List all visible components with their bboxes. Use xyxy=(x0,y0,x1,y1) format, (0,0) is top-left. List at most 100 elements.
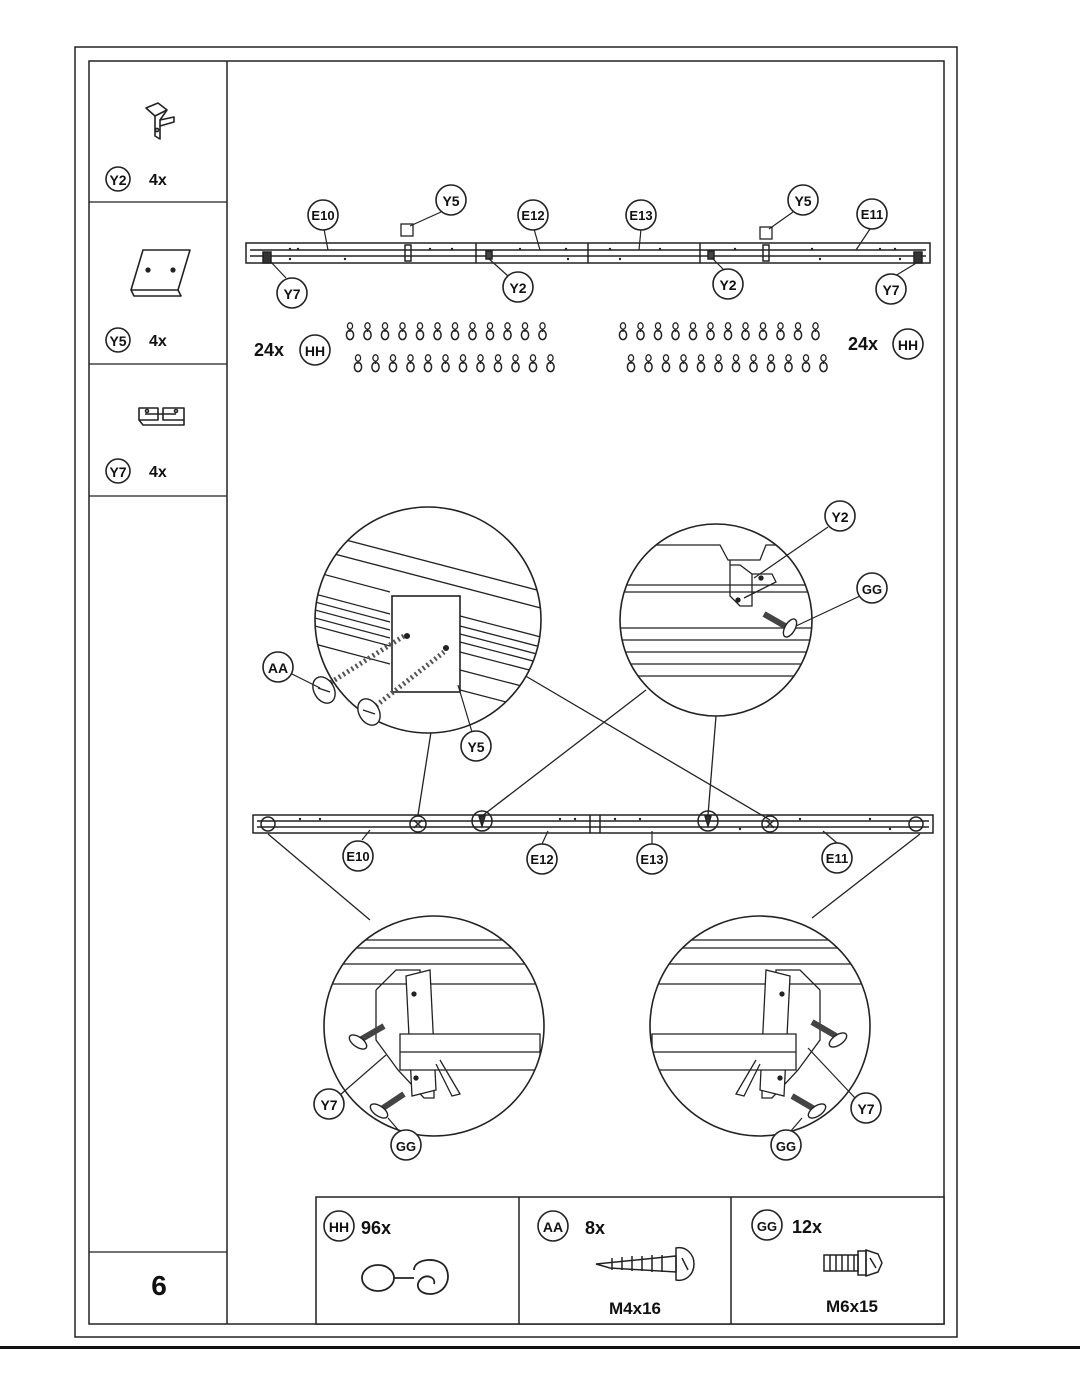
hook-icon xyxy=(653,322,663,341)
hook-icon xyxy=(793,322,803,341)
detail-bracket-y2: Y2 GG xyxy=(619,500,888,717)
detail-label: GG xyxy=(396,1139,416,1154)
plate-marker xyxy=(759,226,773,240)
part-label: E10 xyxy=(311,208,334,223)
hook-icon xyxy=(749,354,758,373)
hook-icon xyxy=(493,354,503,373)
hook-icon xyxy=(636,322,645,341)
page-number: 6 xyxy=(151,1270,167,1301)
top-assembly: E10 Y5 E12 E13 Y5 E11 Y7 Y2 xyxy=(245,184,931,373)
wood-screw-icon xyxy=(595,1246,695,1282)
hardware-id: AA xyxy=(543,1219,563,1235)
hook-icon xyxy=(696,354,706,373)
detail-left-end-y7: Y7 GG xyxy=(313,915,545,1161)
hook-icon xyxy=(714,354,723,373)
detail-label: GG xyxy=(862,582,882,597)
sidebar-part-qty: 4x xyxy=(149,172,167,189)
detail-leader-lines xyxy=(267,667,921,921)
hook-icon xyxy=(776,322,785,341)
hook-icon xyxy=(661,354,671,373)
plate-marker xyxy=(400,223,414,237)
hook-icon xyxy=(520,322,530,341)
hooks-id: HH xyxy=(898,337,918,353)
hook-icon xyxy=(766,354,776,373)
detail-label: Y7 xyxy=(857,1101,874,1117)
part-label: Y5 xyxy=(442,193,459,209)
hardware-size: M6x15 xyxy=(826,1297,878,1316)
hardware-size: M4x16 xyxy=(609,1299,661,1318)
part-label: E11 xyxy=(826,851,848,866)
sidebar-part-y7: Y7 4x xyxy=(105,407,185,484)
sidebar-part-y5: Y5 4x xyxy=(105,249,191,353)
part-label: Y2 xyxy=(509,280,526,296)
hooks-qty: 24x xyxy=(254,340,284,360)
hook-icon xyxy=(723,322,733,341)
hook-icon xyxy=(363,322,372,341)
top-label-Y2-right: Y2 xyxy=(712,268,744,300)
hook-icon xyxy=(423,354,433,373)
hooks-qty: 24x xyxy=(848,334,878,354)
hook-icon xyxy=(398,322,407,341)
hook-icon xyxy=(353,354,363,373)
hook-icon xyxy=(811,322,820,341)
detail-plate-y5: AA Y5 xyxy=(262,506,542,762)
hook-icon xyxy=(345,322,355,341)
hook-icon xyxy=(485,322,495,341)
hook-icon xyxy=(626,354,636,373)
hooks-group-left xyxy=(345,322,555,373)
sidebar-part-qty: 4x xyxy=(149,464,167,481)
hook-icon xyxy=(801,354,811,373)
bottom-label-E12: E12 xyxy=(526,843,558,875)
part-label: E11 xyxy=(861,207,883,222)
part-label: Y2 xyxy=(719,277,736,293)
hook-icon xyxy=(388,354,398,373)
top-label-Y7-right: Y7 xyxy=(875,273,907,305)
hook-icon xyxy=(476,354,485,373)
hook-icon xyxy=(538,322,547,341)
hook-icon xyxy=(503,322,512,341)
sidebar-part-id: Y2 xyxy=(109,172,126,188)
outer-frame xyxy=(74,46,958,1338)
bottom-label-E10: E10 xyxy=(342,840,374,872)
hook-icon xyxy=(433,322,442,341)
hook-icon xyxy=(644,354,653,373)
part-label: E13 xyxy=(640,852,663,867)
sidebar-part-id: Y5 xyxy=(109,333,126,349)
hook-icon xyxy=(511,354,520,373)
hook-icon xyxy=(406,354,415,373)
detail-label: Y5 xyxy=(467,739,484,755)
hook-icon xyxy=(468,322,477,341)
part-label: Y7 xyxy=(283,286,300,302)
top-rail xyxy=(245,242,931,264)
detail-label: AA xyxy=(268,660,288,676)
hooks-right-callout: 24x HH xyxy=(848,328,924,360)
top-label-Y7-left: Y7 xyxy=(276,277,308,309)
bottom-assembly: E10 E12 E13 E11 xyxy=(252,810,934,875)
part-label: Y7 xyxy=(882,282,899,298)
hooks-left-callout: 24x HH xyxy=(254,334,331,366)
detail-label: Y7 xyxy=(320,1097,337,1113)
hook-icon xyxy=(361,1259,449,1295)
hook-icon xyxy=(731,354,741,373)
hardware-qty: 8x xyxy=(585,1218,605,1238)
hooks-group-right xyxy=(618,322,828,373)
hook-icon xyxy=(784,354,793,373)
top-label-Y5-left: Y5 xyxy=(435,184,467,216)
sidebar-part-qty: 4x xyxy=(149,333,167,350)
hook-icon xyxy=(706,322,715,341)
hardware-table: HH 96x AA 8x M4x16 GG 12x xyxy=(315,1196,945,1325)
hook-icon xyxy=(450,322,460,341)
top-label-Y2-left: Y2 xyxy=(502,271,534,303)
hardware-id: GG xyxy=(757,1219,777,1234)
hook-icon xyxy=(458,354,468,373)
detail-label: Y2 xyxy=(831,509,848,525)
hook-icon xyxy=(618,322,628,341)
mounting-plate-icon xyxy=(130,249,191,297)
hook-icon xyxy=(741,322,750,341)
hardware-cell-aa: AA 8x M4x16 xyxy=(537,1210,695,1318)
bottom-label-E11: E11 xyxy=(821,842,853,874)
hook-icon xyxy=(679,354,688,373)
sidebar-part-id: Y7 xyxy=(109,464,126,480)
sidebar-part-y2: Y2 4x xyxy=(105,102,175,192)
